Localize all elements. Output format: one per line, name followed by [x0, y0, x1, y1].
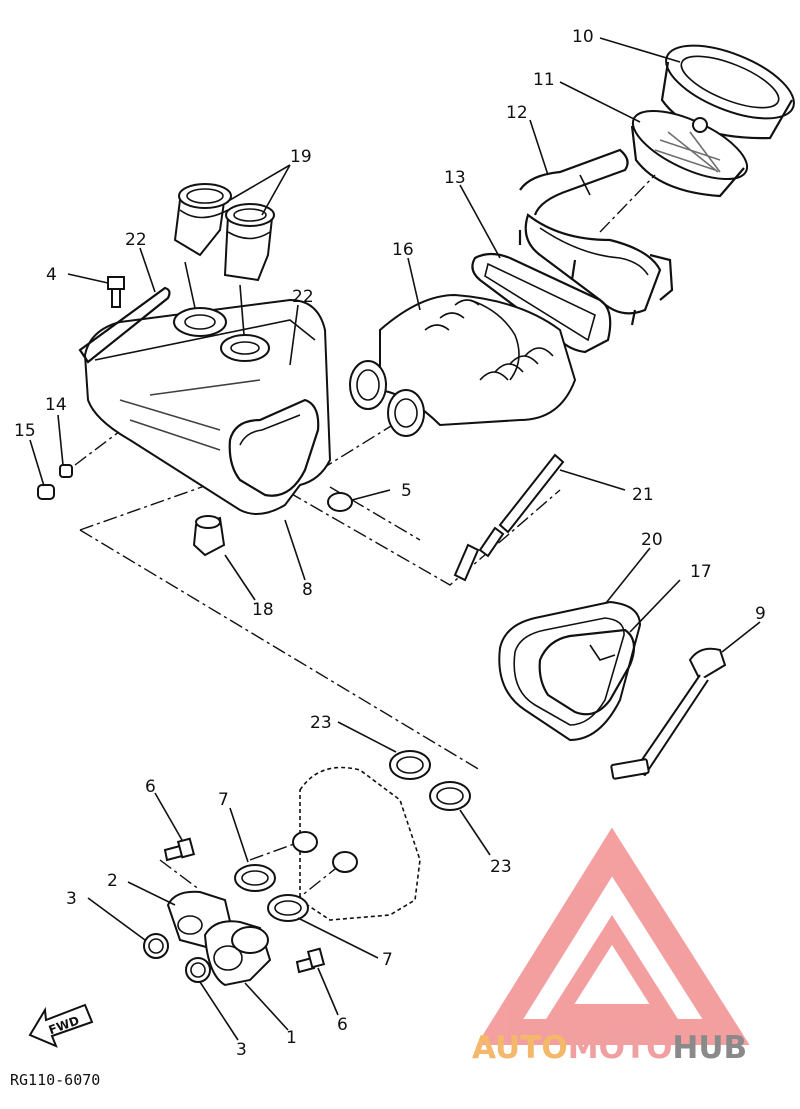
label-part-10: 10	[572, 27, 594, 47]
label-part-14: 14	[45, 395, 67, 415]
label-part-1: 1	[286, 1028, 297, 1048]
air-filter-case-8	[83, 261, 332, 515]
seal-20	[498, 600, 642, 742]
filter-frame-12	[518, 148, 674, 326]
clip-14	[59, 464, 73, 478]
label-part-16: 16	[392, 240, 414, 260]
label-part-15: 15	[14, 421, 36, 441]
label-part-22-right: 22	[292, 287, 314, 307]
leader-lines	[29, 37, 761, 1041]
part-number-labels: 10 11 12 13 16 19 22 22 4 14 15 5 21 20 …	[14, 27, 766, 1060]
label-part-13: 13	[444, 168, 466, 188]
label-part-2: 2	[107, 871, 118, 891]
label-part-23-lower: 23	[490, 857, 512, 877]
gasket-13	[471, 252, 612, 354]
clamp-7	[234, 864, 309, 922]
assembly-dash-lines	[74, 174, 656, 906]
label-part-12: 12	[506, 103, 528, 123]
label-part-3-lower: 3	[236, 1040, 247, 1060]
cap-15	[37, 484, 55, 500]
drawing-code: RG110-6070	[10, 1071, 100, 1089]
drain-plug-18	[192, 515, 226, 557]
label-part-18: 18	[252, 600, 274, 620]
label-part-7-upper: 7	[218, 790, 229, 810]
label-part-9: 9	[755, 604, 766, 624]
label-part-5: 5	[401, 481, 412, 501]
label-part-22-left: 22	[125, 230, 147, 250]
intake-duct-16	[349, 293, 577, 437]
bolt-6	[163, 837, 326, 974]
clamp-23	[389, 750, 471, 811]
label-part-19: 19	[290, 147, 312, 167]
breather-hose-21	[453, 453, 565, 582]
band-22	[78, 286, 171, 364]
bolt-4	[107, 276, 125, 308]
carburetor-joint-19	[173, 183, 275, 282]
engine-outline	[292, 766, 421, 921]
o-ring-3	[143, 933, 211, 983]
label-part-20: 20	[641, 530, 663, 550]
label-part-21: 21	[632, 485, 654, 505]
label-part-23-upper: 23	[310, 713, 332, 733]
cover-plate-17	[538, 628, 636, 716]
label-part-17: 17	[690, 562, 712, 582]
label-part-11: 11	[533, 70, 555, 90]
forward-arrow-icon: FWD	[28, 1003, 94, 1048]
label-part-4: 4	[46, 265, 57, 285]
grommet-5	[327, 492, 353, 512]
label-part-7-lower: 7	[382, 950, 393, 970]
label-part-8: 8	[302, 580, 313, 600]
strap-9	[610, 647, 727, 780]
watermark-text: AUTOMOTOHUB	[472, 1030, 747, 1066]
intake-manifold-1	[203, 920, 272, 987]
label-part-6-upper: 6	[145, 777, 156, 797]
label-part-6-lower: 6	[337, 1015, 348, 1035]
label-part-3-upper: 3	[66, 889, 77, 909]
watermark-logo-icon	[476, 827, 750, 1045]
